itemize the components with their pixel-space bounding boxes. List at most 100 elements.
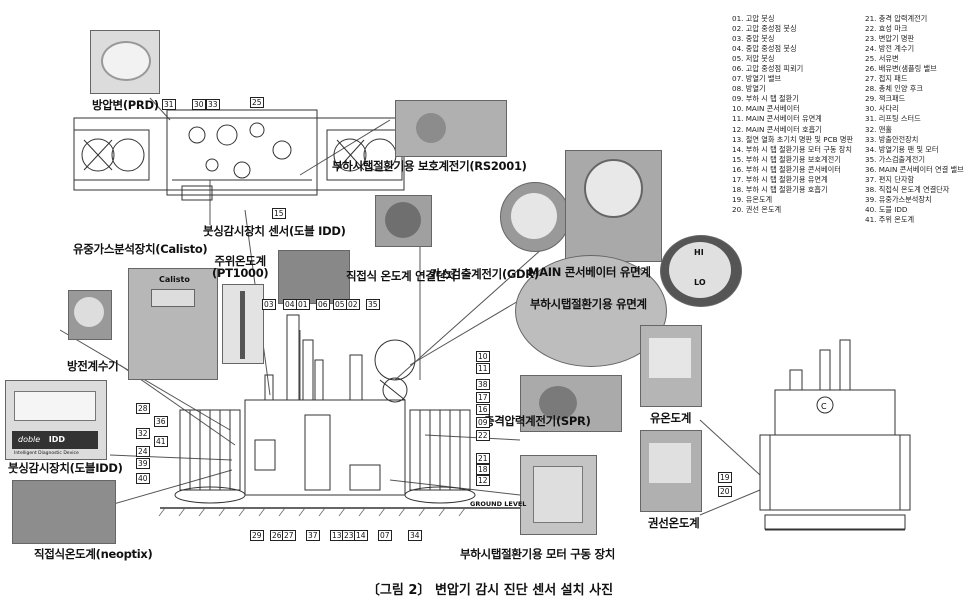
tag-01: 01 (296, 299, 310, 310)
tag-17: 17 (476, 392, 490, 403)
tag-40: 40 (136, 473, 150, 484)
tag-06: 06 (316, 299, 330, 310)
tag-15: 15 (272, 208, 286, 219)
transformer-top-plan-drawing (73, 109, 405, 201)
legend-item: 03. 중압 붓싱 (732, 34, 775, 44)
tag-36: 36 (154, 416, 168, 427)
tag-04: 04 (283, 299, 297, 310)
tag-38: 38 (476, 379, 490, 390)
legend-item: 21. 충격 압력계전기 (865, 14, 928, 23)
legend-item: 06. 고압 중성점 피뢰기 (732, 64, 804, 74)
legend-item: 33. 방출안전장치 (865, 134, 919, 144)
tag-20: 20 (718, 486, 732, 497)
bushing-idd-sensor-label: 붓싱감시장치 센서(도블 IDD) (203, 224, 346, 238)
pt1000-photo (222, 284, 264, 364)
tag-19: 19 (718, 472, 732, 483)
calisto-brand-text: Calisto (159, 275, 190, 284)
legend-item: 38. 직접식 온도계 연결단자 (865, 184, 950, 194)
tag-28: 28 (136, 403, 150, 414)
legend-item: 41. 주위 온도계 (865, 214, 915, 224)
figure-caption: 〔그림 2〕 변압기 감시 진단 센서 설치 사진 (366, 583, 614, 598)
legend-item: 31. 리프팅 스터드 (865, 114, 921, 124)
legend-right-column: 21. 충격 압력계전기 22. 효성 마크 23. 변압기 명판 24. 방전… (865, 14, 964, 225)
legend-item: 19. 유온도계 (732, 194, 773, 204)
legend-item: 05. 저압 붓싱 (732, 54, 775, 64)
prd-label: 방압변(PRD) (92, 98, 159, 112)
spr-photo (520, 375, 622, 432)
tag-31: 31 (162, 99, 176, 110)
spr-label: 충격압력계전기(SPR) (484, 414, 591, 428)
tag-34: 34 (408, 530, 422, 541)
winding-temp-label: 권선온도계 (648, 516, 700, 530)
tag-33: 33 (206, 99, 220, 110)
oil-temp-label: 유온도계 (650, 411, 692, 425)
tag-41: 41 (154, 436, 168, 447)
tag-18: 18 (476, 464, 490, 475)
idd-text: IDD (48, 435, 66, 444)
legend-item: 04. 중압 중성점 붓싱 (732, 44, 797, 54)
gauge-hi-text: HI (694, 248, 704, 257)
direct-terminal-label: 직접식 온도계 연결단자 (346, 269, 457, 283)
legend-left-column: 01. 고압 붓싱 02. 고압 중성점 붓싱 03. 중압 붓싱 04. 중압… (732, 14, 853, 215)
winding-temp-photo (640, 430, 702, 512)
tag-09: 09 (476, 417, 490, 428)
tag-25: 25 (250, 97, 264, 108)
legend-item: 29. 잭크패드 (865, 94, 906, 104)
calisto-label: 유중가스분석장치(Calisto) (73, 242, 208, 256)
doble-brand-text: doble (18, 435, 41, 444)
main-conservator-gauge-label: MAIN 콘서베이터 유면계 (528, 265, 651, 279)
legend-item: 35. 가스검출계전기 (865, 154, 926, 164)
direct-terminal-photo (375, 195, 432, 247)
tag-14: 14 (354, 530, 368, 541)
legend-item: 30. 사다리 (865, 104, 899, 114)
tag-29: 29 (250, 530, 264, 541)
discharge-counter-label: 방전계수기 (67, 359, 119, 373)
legend-item: 23. 변압기 명판 (865, 34, 915, 44)
tag-32: 32 (136, 428, 150, 439)
gauge-lo-text: LO (694, 278, 706, 287)
tag-03: 03 (262, 299, 276, 310)
tag-22: 22 (476, 430, 490, 441)
legend-item: 24. 방전 계수기 (865, 44, 915, 54)
pt1000-label: 주위온도계 (PT1000) (212, 254, 269, 280)
gdr-label: 가스검출계전기(GDR) (430, 267, 539, 281)
legend-item: 37. 편지 단자함 (865, 174, 915, 184)
neoptix-photo (12, 480, 116, 544)
tag-30: 30 (192, 99, 206, 110)
tag-12: 12 (476, 475, 490, 486)
legend-item: 12. MAIN 콘서베이터 호흡기 (732, 124, 822, 134)
tag-35: 35 (366, 299, 380, 310)
legend-item: 32. 맨홀 (865, 124, 892, 134)
legend-item: 27. 접지 패드 (865, 74, 908, 84)
legend-item: 15. 부하 시 탭 절환기용 보호계전기 (732, 154, 841, 164)
legend-item: 20. 권선 온도계 (732, 204, 782, 214)
oil-temp-photo (640, 325, 702, 407)
legend-item: 14. 부하 시 탭 절환기용 모터 구동 장치 (732, 144, 852, 154)
legend-item: 10. MAIN 콘서베이터 (732, 104, 800, 114)
ground-level-label: GROUND LEVEL (470, 500, 527, 508)
rs2001-label: 부하시탭절환기용 보호계전기(RS2001) (332, 159, 527, 173)
legend-item: 22. 효성 마크 (865, 24, 908, 34)
idd-subtitle-text: Intelligent Diagnostic Device (14, 451, 79, 456)
gdr-photo (500, 182, 570, 252)
tag-07: 07 (378, 530, 392, 541)
legend-item: 28. 총체 인양 후크 (865, 84, 923, 94)
motor-drive-label: 부하시탭절환기용 모터 구동 장치 (460, 547, 616, 561)
legend-item: 02. 고압 중성점 붓싱 (732, 24, 797, 34)
legend-item: 39. 유중가스분석장치 (865, 194, 932, 204)
tag-24: 24 (136, 446, 150, 457)
motor-drive-photo (520, 455, 597, 535)
legend-item: 25. 서유변 (865, 54, 899, 64)
legend-item: 34. 방열기용 팬 및 모터 (865, 144, 939, 154)
legend-item: 16. 부하 시 탭 절환기용 콘서베이터 (732, 164, 841, 174)
legend-item: 17. 부하 시 탭 절환기용 유면계 (732, 174, 828, 184)
legend-item: 40. 도블 IDD (865, 204, 908, 214)
legend-item: 26. 배유변(샘플링 밸브 (865, 64, 937, 74)
main-conservator-photo (565, 150, 662, 262)
tag-37: 37 (306, 530, 320, 541)
legend-item: 01. 고압 붓싱 (732, 14, 775, 23)
legend-item: 09. 부하 시 탭 절환기 (732, 94, 799, 104)
pt1000-install-photo (278, 250, 350, 304)
oltc-gauge-photo: HI LO (660, 235, 742, 307)
bushing-monitor-photo: doble IDD Intelligent Diagnostic Device (5, 380, 107, 460)
